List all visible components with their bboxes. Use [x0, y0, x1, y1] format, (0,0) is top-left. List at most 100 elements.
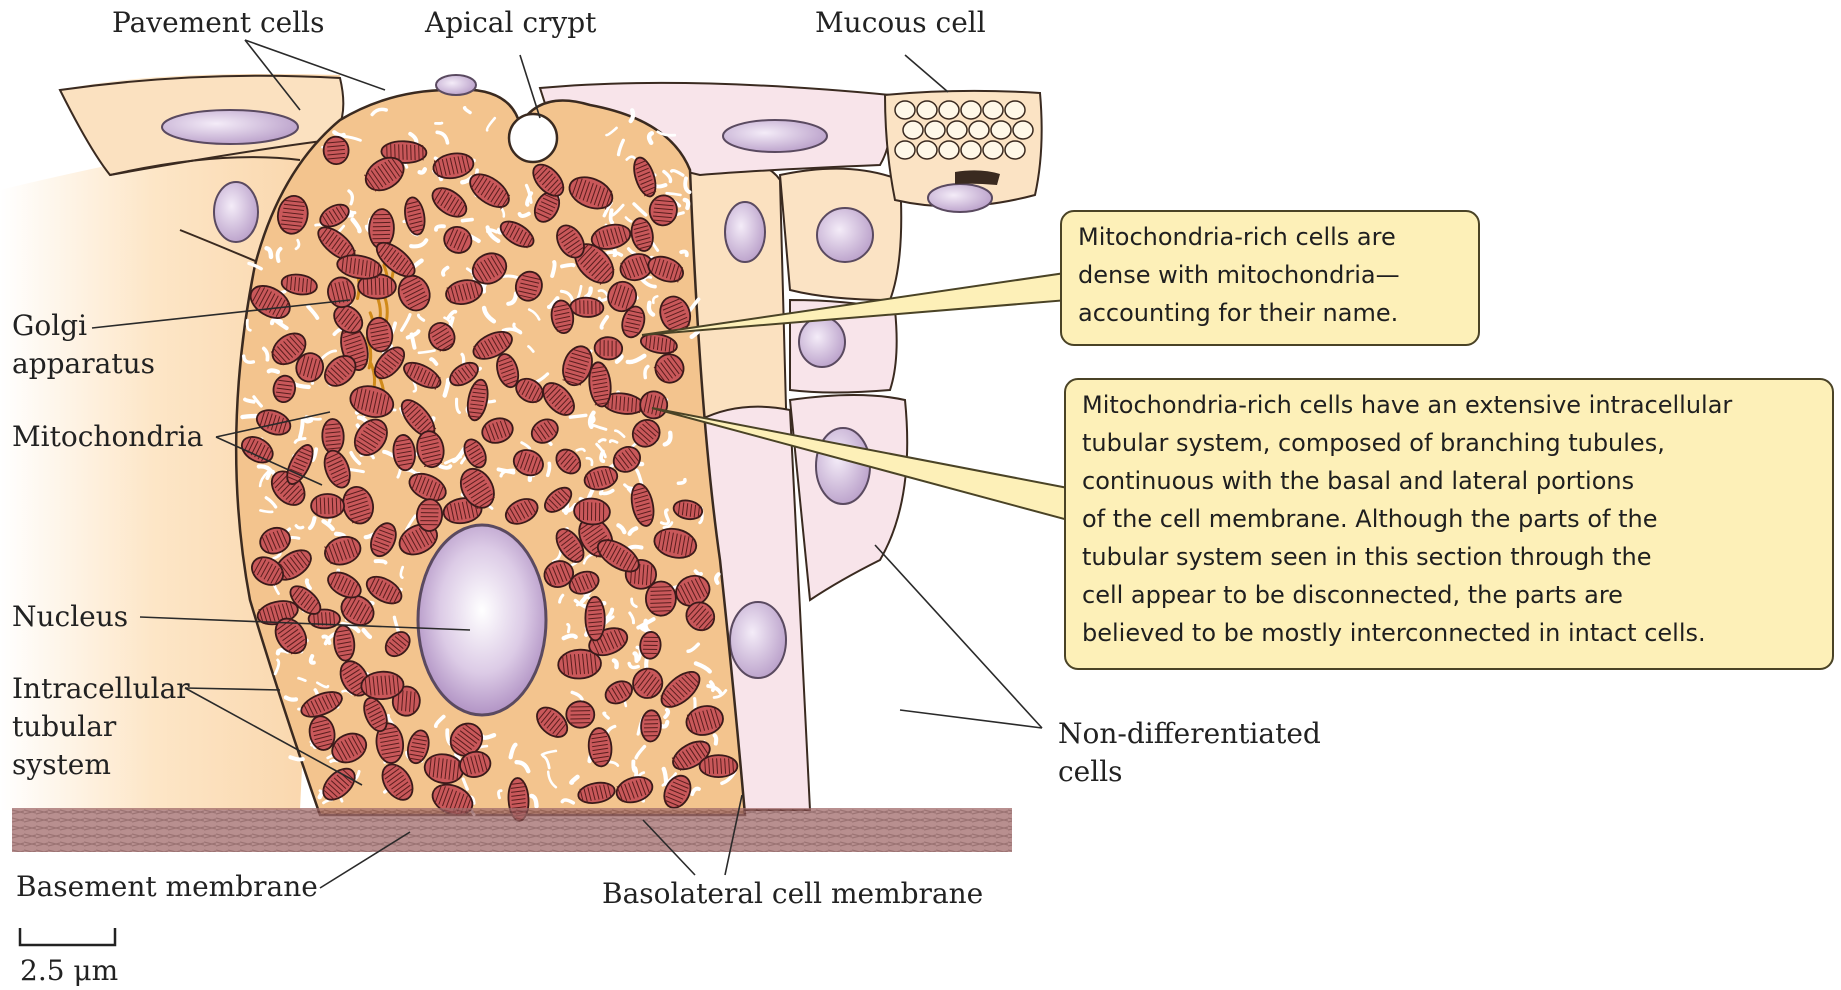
label-tubular-line3: system [12, 746, 190, 784]
tubule [570, 415, 586, 417]
tubule [631, 110, 633, 121]
mitochondrion [323, 136, 349, 164]
mitochondrion [585, 597, 605, 641]
scale-bar [20, 928, 115, 945]
tubule [440, 466, 450, 468]
callout-line: Mitochondria-rich cells have an extensiv… [1082, 386, 1816, 424]
mucous-granule [983, 101, 1003, 119]
callout-line: believed to be mostly interconnected in … [1082, 614, 1816, 652]
callout-mitochondria-name: Mitochondria-rich cells are dense with m… [1060, 210, 1480, 346]
mucous-granule [991, 121, 1011, 139]
mucous-granule [895, 101, 915, 119]
mucous-granule [917, 141, 937, 159]
mucous-dark-body [955, 170, 1000, 185]
tubule [665, 710, 668, 717]
mucous-granule [969, 121, 989, 139]
tubule [290, 757, 302, 759]
label-golgi-line1: Golgi [12, 307, 155, 345]
tubule [488, 230, 497, 232]
side-nucleus [816, 428, 870, 504]
apical-vesicle [436, 75, 476, 95]
label-apical-crypt: Apical crypt [425, 4, 596, 42]
mucous-granule [917, 101, 937, 119]
tubule [568, 624, 569, 632]
mucous-granule [1013, 121, 1033, 139]
mucous-granule [1005, 101, 1025, 119]
callout-line: tubular system seen in this section thro… [1082, 538, 1816, 576]
scale-bar-label: 2.5 μm [20, 952, 118, 990]
label-tubular-line1: Intracellular [12, 670, 190, 708]
mitochondrion [700, 755, 738, 777]
tubule [564, 636, 576, 639]
label-basement-membrane: Basement membrane [16, 868, 318, 906]
apical-crypt [509, 114, 557, 162]
mitochondrion [311, 494, 344, 518]
label-pavement-cells: Pavement cells [112, 4, 325, 42]
mucous-granules [895, 101, 1033, 159]
tubule [245, 400, 254, 402]
tubule [269, 370, 278, 372]
callout-line: cell appear to be disconnected, the part… [1082, 576, 1816, 614]
tubule [243, 416, 256, 417]
label-intracellular-tubular-system: Intracellular tubular system [12, 670, 190, 784]
label-mitochondria: Mitochondria [12, 418, 203, 456]
mucous-granule [983, 141, 1003, 159]
tubule [305, 420, 311, 422]
tubule [610, 441, 617, 443]
tubule [599, 298, 607, 300]
basement-membrane [12, 808, 1012, 852]
tubule [286, 697, 296, 699]
label-non-differentiated-cells: Non-differentiated cells [1058, 715, 1321, 791]
tubule [463, 220, 473, 221]
tubule [562, 265, 574, 267]
mito-cell-nucleus [418, 525, 546, 715]
tubule [635, 653, 637, 660]
mitochondrion [566, 701, 595, 728]
mucous-granule [961, 141, 981, 159]
label-nondiff-line2: cells [1058, 753, 1321, 791]
label-mucous-cell: Mucous cell [815, 4, 986, 42]
callout-tubular-system: Mitochondria-rich cells have an extensiv… [1064, 378, 1834, 670]
callout-line: dense with mitochondria— [1078, 256, 1462, 294]
left-cell-nucleus [214, 182, 258, 242]
side-nucleus [799, 317, 845, 367]
mitochondrion [640, 710, 661, 742]
mucous-granule [947, 121, 967, 139]
side-nucleus [817, 208, 873, 262]
label-nondiff-line1: Non-differentiated [1058, 715, 1321, 753]
tubule [548, 463, 550, 475]
mitochondrion [322, 419, 345, 454]
label-basolateral-membrane: Basolateral cell membrane [602, 875, 983, 913]
label-nucleus: Nucleus [12, 598, 128, 636]
pavement-nucleus-left [162, 110, 298, 144]
tubule [715, 735, 717, 743]
mucous-nucleus [928, 184, 992, 212]
tubule [664, 769, 667, 784]
callout-line: accounting for their name. [1078, 294, 1462, 332]
label-tubular-line2: tubular [12, 708, 190, 746]
mucous-granule [939, 101, 959, 119]
side-nucleus [725, 202, 765, 262]
callout-line: continuous with the basal and lateral po… [1082, 462, 1816, 500]
mucous-granule [1005, 141, 1025, 159]
callout-line: of the cell membrane. Although the parts… [1082, 500, 1816, 538]
label-golgi: Golgi apparatus [12, 307, 155, 383]
callout-line: tubular system, composed of branching tu… [1082, 424, 1816, 462]
tubule [462, 354, 464, 364]
callout-line: Mitochondria-rich cells are [1078, 218, 1462, 256]
mucous-granule [903, 121, 923, 139]
mitochondrion [594, 336, 623, 360]
pavement-nucleus-right [723, 120, 827, 152]
tubule [649, 133, 652, 142]
side-nucleus [730, 602, 786, 678]
tubule [376, 561, 386, 563]
label-golgi-line2: apparatus [12, 345, 155, 383]
tubule [483, 735, 495, 738]
mucous-granule [939, 141, 959, 159]
tubule [267, 472, 270, 478]
mucous-granule [925, 121, 945, 139]
tubule [666, 510, 668, 520]
tubule [520, 214, 529, 216]
tubule [601, 451, 603, 461]
